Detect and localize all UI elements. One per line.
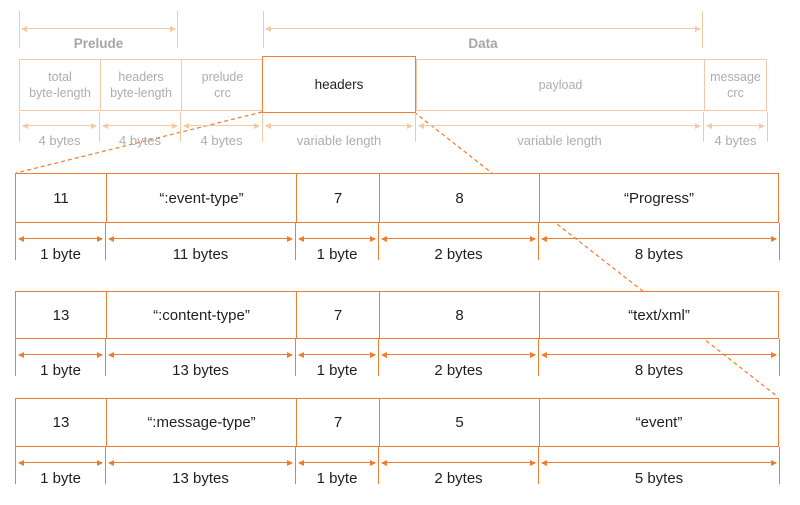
- size-annotation: 2 bytes: [378, 223, 538, 263]
- field-prelude-crc: prelude crc: [181, 60, 263, 110]
- size-annotation: 11 bytes: [105, 223, 295, 263]
- size-annotation: 1 byte: [295, 223, 378, 263]
- size-annotation: 13 bytes: [105, 447, 295, 487]
- data-span-arrow: Data: [263, 11, 703, 51]
- field-message-crc: message crc: [704, 60, 766, 110]
- size-annotation: 1 byte: [15, 339, 105, 379]
- size-annotation: 4 bytes: [180, 112, 262, 148]
- size-annotation: 4 bytes: [703, 112, 767, 148]
- header-value-type: 7: [296, 174, 379, 222]
- header-value-length: 8: [379, 174, 539, 222]
- header-record-row-message-type: 13 “:message-type” 7 5 “event”: [15, 398, 779, 447]
- double-arrow: [21, 25, 176, 32]
- data-group-label: Data: [468, 36, 498, 51]
- prelude-span-arrow: Prelude: [19, 11, 178, 51]
- size-annotation: 1 byte: [295, 447, 378, 487]
- size-annotation: 1 byte: [15, 223, 105, 263]
- header-value-type: 7: [296, 292, 379, 338]
- double-arrow: [265, 25, 701, 32]
- header-value: “text/xml”: [539, 292, 778, 338]
- size-annotation: 2 bytes: [378, 447, 538, 487]
- header-name-length: 13: [52, 414, 70, 431]
- size-annotation: variable length: [415, 112, 703, 148]
- size-annotation: 1 byte: [295, 339, 378, 379]
- header-record-row-content-type: 13 “:content-type” 7 8 “text/xml”: [15, 291, 779, 339]
- header-value-type: 7: [296, 399, 379, 446]
- tick: [779, 223, 780, 260]
- tick: [779, 339, 780, 376]
- tick: [767, 112, 768, 142]
- header-name-length: 13: [52, 306, 70, 324]
- size-annotation: 13 bytes: [105, 339, 295, 379]
- header-value-length: 5: [379, 399, 539, 446]
- size-annotation: 1 byte: [15, 447, 105, 487]
- header-record-row-event-type: 11 “:event-type” 7 8 “Progress”: [15, 173, 779, 223]
- size-annotation: 4 bytes: [99, 112, 180, 148]
- field-headers-highlighted: headers: [262, 56, 416, 113]
- header-name: “:content-type”: [106, 292, 296, 338]
- size-annotation: 4 bytes: [19, 112, 99, 148]
- field-headers-byte-length: headers byte-length: [100, 60, 181, 110]
- size-annotation: variable length: [262, 112, 415, 148]
- field-total-byte-length: total byte-length: [29, 69, 91, 100]
- size-annotation: 2 bytes: [378, 339, 538, 379]
- tick: [779, 447, 780, 484]
- header-name-length: 11: [53, 189, 69, 207]
- size-annotation: 5 bytes: [538, 447, 779, 487]
- header-value: “event”: [539, 399, 778, 446]
- prelude-group-label: Prelude: [73, 36, 124, 51]
- header-name: “:event-type”: [106, 174, 296, 222]
- field-payload: payload: [416, 60, 704, 110]
- header-value-length: 8: [379, 292, 539, 338]
- header-name: “:message-type”: [106, 399, 296, 446]
- size-annotation: 8 bytes: [538, 339, 779, 379]
- header-value: “Progress”: [539, 174, 778, 222]
- size-annotation: 8 bytes: [538, 223, 779, 263]
